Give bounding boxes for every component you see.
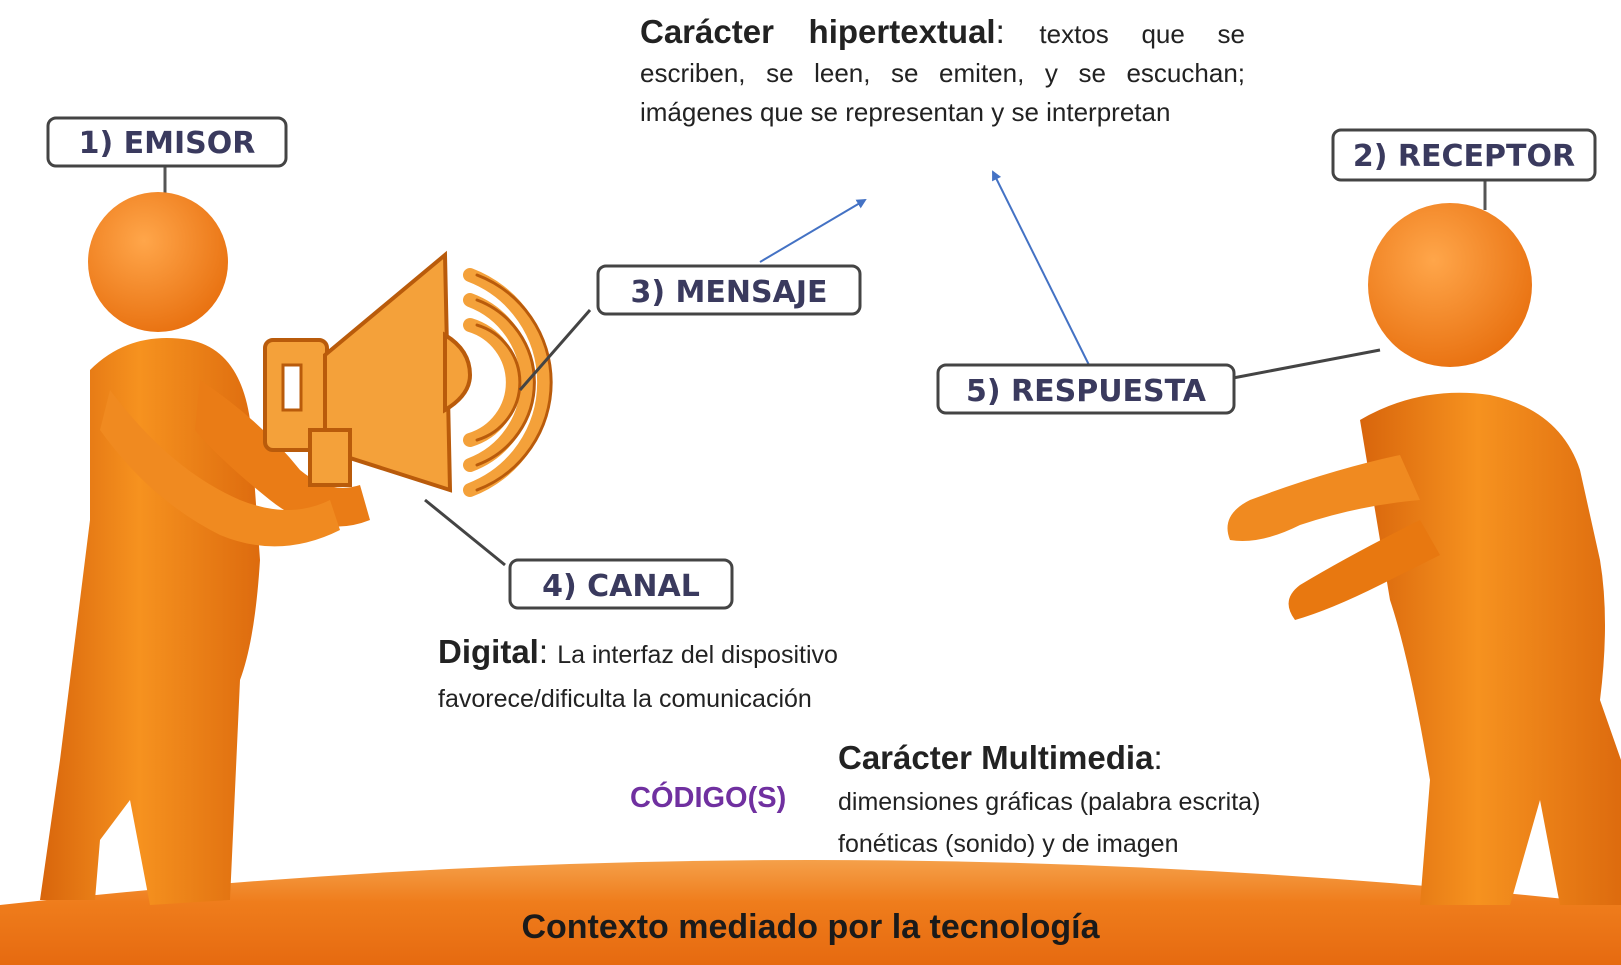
svg-text:4) CANAL: 4) CANAL [542, 569, 700, 604]
multimedia-title: Carácter Multimedia [838, 739, 1154, 776]
label-emisor: 1) EMISOR [46, 116, 288, 168]
label-canal: 4) CANAL [508, 558, 734, 610]
svg-text:2) RECEPTOR: 2) RECEPTOR [1353, 139, 1575, 174]
digital-note: Digital: La interfaz del dispositivo fav… [438, 630, 838, 721]
arrow-respuesta-to-hipertextual [992, 170, 1091, 368]
hipertextual-sep: : [995, 13, 1040, 50]
digital-line1: La interfaz del dispositivo [557, 641, 838, 669]
multimedia-sep: : [1153, 739, 1163, 776]
codigo-label: CÓDIGO(S) [630, 782, 787, 814]
megaphone [263, 250, 473, 493]
sound-waves [463, 268, 553, 497]
label-respuesta: 5) RESPUESTA [936, 363, 1236, 415]
multimedia-note: Carácter Multimedia: dimensiones gráfica… [838, 735, 1260, 865]
svg-text:5) RESPUESTA: 5) RESPUESTA [966, 374, 1207, 409]
hipertextual-title: Carácter hipertextual [640, 13, 996, 50]
digital-title: Digital [438, 633, 539, 670]
svg-text:1) EMISOR: 1) EMISOR [79, 126, 256, 161]
contexto-label: Contexto mediado por la tecnología [521, 908, 1100, 946]
digital-line2: favorece/dificulta la comunicación [438, 685, 812, 713]
label-mensaje: 3) MENSAJE [596, 264, 862, 316]
multimedia-line2: fonéticas (sonido) y de imagen [838, 830, 1179, 858]
label-connectors [424, 309, 1381, 567]
receptor-figure [1227, 175, 1621, 905]
emisor-figure [40, 160, 370, 905]
label-receptor: 2) RECEPTOR [1331, 128, 1597, 182]
multimedia-line1: dimensiones gráficas (palabra escrita) [838, 788, 1261, 816]
digital-sep: : [538, 633, 558, 670]
ground-arc [0, 860, 1621, 965]
hipertextual-note: Carácter hipertextual: textos que se esc… [640, 12, 1245, 132]
svg-text:3) MENSAJE: 3) MENSAJE [631, 275, 828, 310]
hipertextual-body: textos que se escriben, se leen, se emit… [640, 19, 1245, 127]
arrow-mensaje-to-hipertextual [759, 198, 867, 263]
